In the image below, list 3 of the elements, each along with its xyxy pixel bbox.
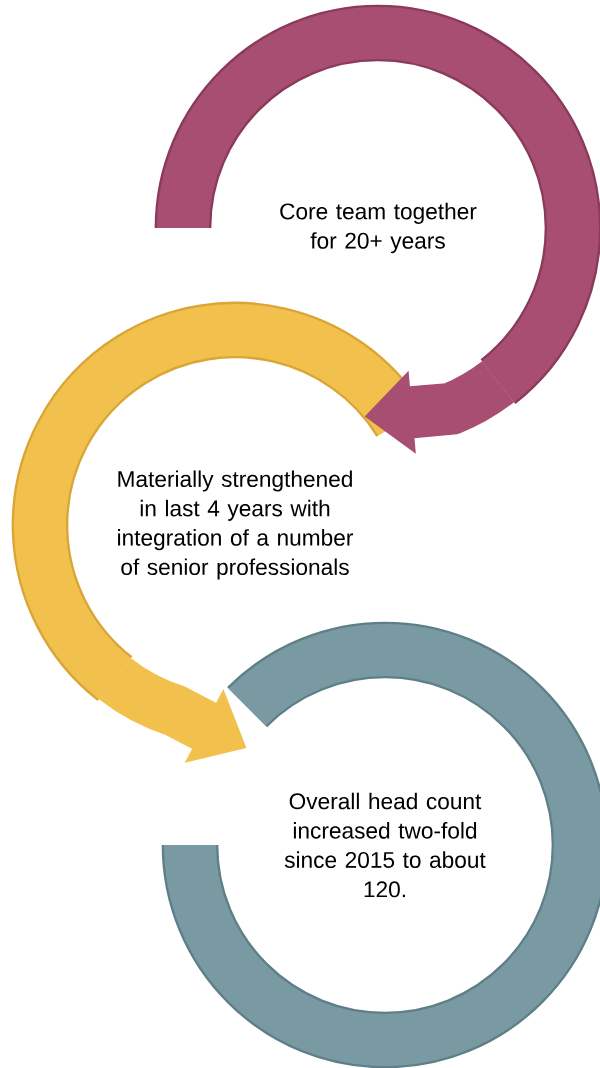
node-text: Core team together for 20+ years	[280, 202, 477, 254]
node-text: Materially strengthened in last 4 years with integration of a number of senior professionals	[118, 470, 353, 580]
node-text: Overall head count increased two-fold since 2015 to about 120.	[284, 792, 486, 898]
